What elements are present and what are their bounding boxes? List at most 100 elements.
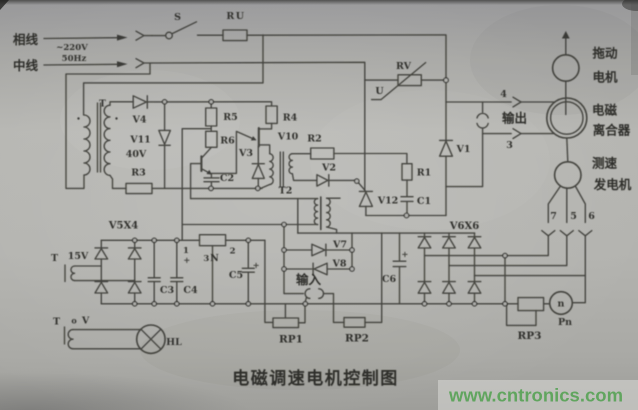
label-t-lamp: T — [53, 317, 60, 328]
wire-segment — [103, 104, 111, 177]
wire-segment — [392, 232, 407, 305]
wire-segment — [203, 173, 220, 187]
junction-dot — [502, 300, 508, 307]
neutral-line-arrow — [43, 61, 128, 68]
symbol-circle — [549, 101, 584, 135]
label-15v: 15V — [68, 251, 89, 262]
wire-segment — [304, 288, 311, 300]
label-pin2: 2 — [230, 247, 236, 257]
junction-dot — [446, 300, 452, 307]
gen-connector-7-icon — [541, 229, 556, 237]
wire-segment — [73, 265, 136, 282]
wire-segment — [189, 162, 203, 200]
wire-segment — [43, 63, 119, 66]
thyristor-v12 — [358, 190, 374, 217]
photo-tone-patch — [622, 0, 638, 11]
label-out4: 4 — [500, 89, 507, 100]
label-switch-s: S — [174, 12, 181, 23]
label-frequency: 50Hz — [62, 54, 87, 64]
gen-connector-6-icon — [578, 229, 593, 237]
wire-segment — [476, 112, 489, 119]
wire-segment — [370, 61, 427, 101]
label-lamp-v: V — [81, 316, 90, 327]
junction-dot — [349, 266, 355, 272]
wire-segment — [109, 101, 134, 106]
output-connector-icon — [476, 101, 489, 135]
bridge-v6x6 — [417, 232, 482, 305]
label-t-aux: T — [51, 253, 58, 264]
label-pin1: 1 — [183, 246, 189, 256]
zener-v11 — [158, 103, 172, 190]
label-rp3: RP3 — [518, 330, 542, 342]
label-r1: R1 — [417, 168, 432, 179]
wire-segment — [279, 151, 284, 188]
wire-segment — [94, 258, 109, 283]
junction-dot — [208, 99, 215, 105]
wire-segment — [442, 247, 456, 283]
wire-segment — [333, 152, 408, 165]
wire-segment — [322, 292, 345, 324]
wire-segment — [246, 34, 447, 141]
varistor-rv — [364, 61, 445, 101]
symbol-triangle — [206, 169, 212, 175]
wire-segment — [170, 239, 184, 305]
wire-segment — [67, 328, 74, 350]
junction-dot — [161, 99, 168, 105]
label-v8: V8 — [332, 259, 347, 270]
transformer-t — [77, 102, 118, 177]
label-c5: C5 — [229, 270, 243, 281]
label-r2: R2 — [307, 134, 322, 145]
label-v12: V12 — [377, 196, 399, 207]
label-u: U — [375, 86, 384, 97]
photo-top-edge — [0, 0, 638, 5]
junction-dots — [131, 77, 508, 307]
label-r6: R6 — [220, 136, 235, 147]
phase-line-arrow — [43, 34, 128, 41]
wire-segment — [571, 235, 586, 304]
label-40v: 40V — [126, 149, 147, 160]
photo-corner-wedge — [0, 0, 9, 10]
wire-segment — [442, 232, 456, 238]
wire-segment — [448, 235, 568, 267]
label-gen7: 7 — [550, 211, 557, 222]
wire-segment — [313, 197, 319, 226]
wire-segment — [127, 258, 142, 283]
junction-dot — [245, 237, 252, 244]
capacitor-c1 — [400, 179, 414, 214]
junction-dot — [353, 178, 360, 184]
rp3-wiper-loop — [505, 303, 537, 327]
label-gen5: 5 — [570, 211, 577, 222]
wire-segment — [140, 328, 162, 350]
symbol-triangle — [561, 31, 570, 39]
watermark-panel — [438, 380, 638, 410]
junction-dot — [209, 300, 216, 307]
label-v7: V7 — [332, 240, 347, 251]
label-n-meter: n — [558, 299, 565, 310]
wire-n-out — [264, 239, 274, 324]
label-n-block: N — [210, 253, 219, 264]
label-clutch-1: 电磁 — [592, 103, 618, 118]
symbol-triangle — [311, 243, 326, 257]
junction-dot — [403, 212, 410, 219]
wire-segment — [72, 328, 141, 350]
junction-dot — [349, 247, 355, 253]
label-v1: V1 — [456, 144, 471, 155]
wire-segment — [402, 251, 408, 258]
label-lamp-o: o — [71, 316, 77, 326]
wire-segment — [400, 179, 414, 214]
junction-dot — [281, 247, 287, 253]
tacho-generator — [553, 161, 582, 190]
junction-dot — [208, 185, 214, 192]
wire-segment — [258, 122, 273, 130]
junction-dot — [254, 185, 261, 192]
label-c2: C2 — [220, 173, 234, 184]
label-phase: 相线 — [13, 32, 39, 47]
label-neutral: 中线 — [13, 58, 39, 73]
label-drive-motor-2: 电机 — [592, 70, 618, 85]
label-t2: T2 — [279, 186, 293, 197]
bridge-v5x4 — [94, 239, 142, 305]
label-v5x4: V5X4 — [108, 221, 138, 232]
junction-dot — [151, 300, 158, 307]
symbol-circle — [77, 117, 80, 120]
